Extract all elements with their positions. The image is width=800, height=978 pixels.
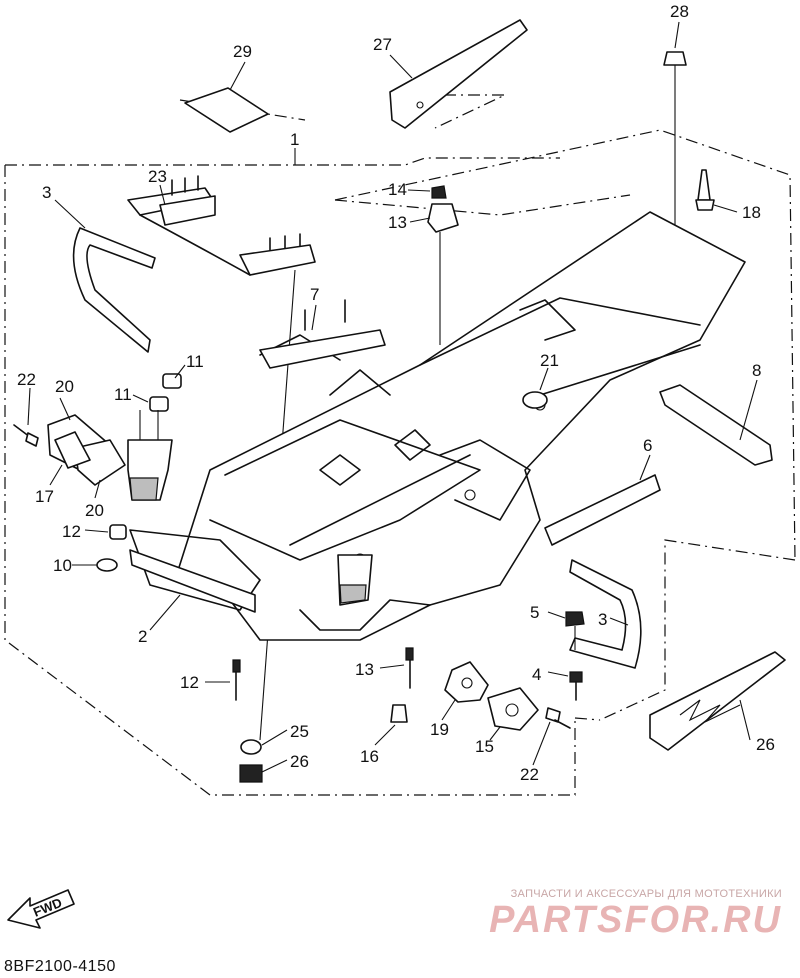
part-10-cushion [162,373,182,389]
part-27-cover [389,19,528,129]
part-20-plate-lower [74,439,126,486]
callout-24: 25 [290,722,309,741]
part-7-bracket [259,299,386,369]
callout-20-lower: 20 [85,501,104,520]
part-11-cushion-upper [149,396,169,412]
part-22-pin-left [13,424,39,447]
callout-9: 10 [53,556,72,575]
part-17-bushing [390,704,408,723]
callout-17: 16 [360,747,379,766]
callout-28: 28 [670,2,689,21]
leader-lines [27,21,758,773]
callout-20-upper: 20 [55,377,74,396]
part-3-left-rail [72,227,156,353]
callout-1: 1 [290,130,299,149]
part-29-pad [184,87,269,133]
shock-post-right [337,554,373,606]
callout-18: 18 [742,203,761,222]
part-28-cap [663,51,687,255]
part-21-cap [522,391,548,409]
watermark-logo: PARTSFOR.RU [489,899,782,941]
callout-15: 15 [475,737,494,756]
callout-3-left: 3 [42,183,51,202]
callout-11-lower: 12 [62,522,81,541]
callout-3-right: 3 [598,610,607,629]
callout-12-left: 12 [180,673,199,692]
callout-8: 8 [752,361,761,380]
part-12-bolt-right [405,647,414,689]
callout-6: 6 [643,436,652,455]
shock-post-left [127,410,173,501]
part-13-14-mount [427,185,459,345]
part-9-washer [96,558,118,572]
callout-5: 5 [530,603,539,622]
watermark-subtitle: ЗАПЧАСТИ И АКСЕССУАРЫ ДЛЯ МОТОТЕХНИКИ [510,888,782,900]
callout-19: 19 [430,720,449,739]
callout-22-right: 22 [520,765,539,784]
callout-27: 27 [373,35,392,54]
watermark: ЗАПЧАСТИ И АКСЕССУАРЫ ДЛЯ МОТОТЕХНИКИ PA… [489,888,782,940]
part-12-bolt-left [232,659,241,701]
callout-13: 13 [388,213,407,232]
callouts: 29 27 28 1 14 13 18 23 3 7 8 21 11 11 22… [17,2,775,784]
part-3-right-rail [569,559,642,669]
callout-26: 26 [756,735,775,754]
assembly-outline [4,94,796,796]
part-6-rail [544,474,661,546]
callout-16: 17 [35,487,54,506]
forward-arrow-icon: FWD [7,889,75,929]
callout-2: 2 [138,627,147,646]
part-22-pin-right [545,707,571,729]
part-26-plate [649,651,786,751]
part-8-rail [659,384,773,466]
callout-14: 14 [388,180,407,199]
main-frame [129,211,746,641]
part-18-rivet [695,169,715,211]
callout-21: 21 [540,351,559,370]
callout-4: 4 [532,665,541,684]
part-24-collar [240,739,262,755]
callout-22-left: 22 [17,370,36,389]
part-19-plate [444,661,489,703]
part-11-cushion-lower [109,524,127,540]
part-4-bolt [569,671,583,701]
callout-23: 23 [148,167,167,186]
diagram-code: 8BF2100-4150 [4,958,116,975]
part-25-nut [239,764,263,783]
part-5-nut [565,611,585,650]
part-2-bumper [129,549,256,613]
callout-7: 7 [310,285,319,304]
callout-10: 11 [186,352,204,371]
callout-29: 29 [233,42,252,61]
callout-12-right: 13 [355,660,374,679]
callout-11-upper: 11 [114,385,132,404]
callout-25: 26 [290,752,309,771]
forward-label: FWD [31,895,64,920]
part-16-plate [54,431,91,469]
part-15-plate [487,687,539,731]
